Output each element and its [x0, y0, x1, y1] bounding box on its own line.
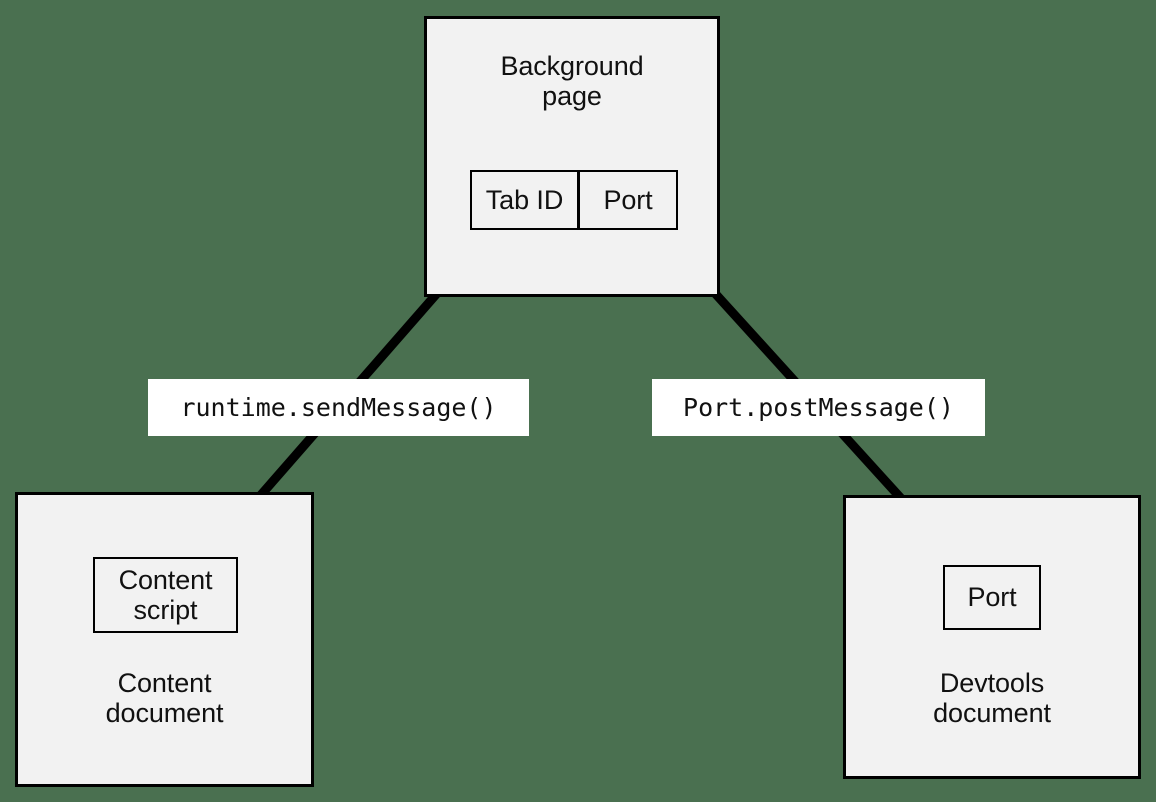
node-background-page: Background page — [424, 16, 720, 297]
node-devtools-document-label: Devtools document — [933, 668, 1051, 729]
node-devtools-document: Devtools document — [843, 495, 1141, 779]
edge-label-port-postmessage: Port.postMessage() — [652, 379, 985, 436]
edge-label-port-postmessage-text: Port.postMessage() — [683, 393, 954, 422]
node-tab-id-label: Tab ID — [485, 184, 564, 215]
node-port-background-label: Port — [603, 184, 653, 215]
node-port-background: Port — [578, 170, 678, 230]
node-content-document-label: Content document — [105, 668, 224, 729]
node-background-page-label: Background page — [500, 51, 644, 112]
node-content-document: Content document — [15, 492, 314, 787]
node-content-script: Content script — [93, 557, 238, 633]
node-port-devtools: Port — [943, 565, 1041, 630]
node-content-script-label: Content script — [118, 564, 213, 625]
node-tab-id: Tab ID — [470, 170, 579, 230]
edge-label-runtime-sendmessage-text: runtime.sendMessage() — [180, 393, 497, 422]
node-port-devtools-label: Port — [967, 582, 1017, 613]
edge-label-runtime-sendmessage: runtime.sendMessage() — [148, 379, 529, 436]
